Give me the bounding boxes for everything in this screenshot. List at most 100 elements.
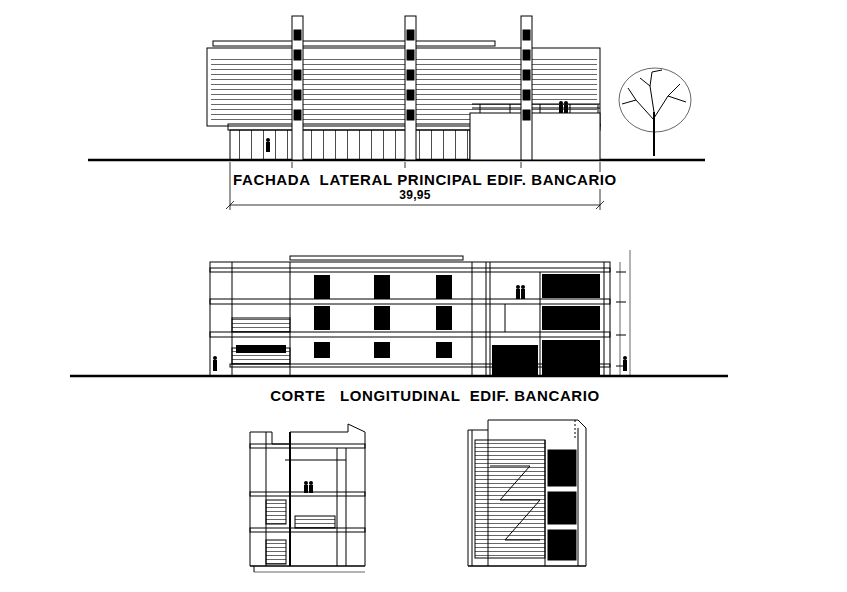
longitudinal-section <box>490 262 491 376</box>
stair-tower <box>294 90 301 100</box>
human-figure <box>559 101 563 105</box>
facade-elevation <box>570 104 571 113</box>
human-figure <box>564 105 568 113</box>
tree <box>622 70 686 120</box>
facade-elevation <box>480 104 481 113</box>
longitudinal-section <box>540 272 541 376</box>
window-opening <box>236 274 600 376</box>
cross-section <box>488 430 489 566</box>
facade-elevation <box>88 41 705 160</box>
dimension-text: 39,95 <box>397 189 433 202</box>
longitudinal-section <box>210 332 610 337</box>
human-figure <box>309 481 313 485</box>
cross-section <box>289 432 291 566</box>
longitudinal-section <box>616 302 626 303</box>
tree <box>619 68 691 156</box>
cross-section <box>578 428 579 566</box>
longitudinal-section <box>616 335 626 336</box>
cross-section <box>285 460 346 461</box>
stair-tower <box>523 70 530 80</box>
cross-section <box>468 420 586 566</box>
stair-tower <box>405 16 416 160</box>
human-figure <box>266 138 270 142</box>
longitudinal-section <box>604 262 605 376</box>
stair-tower <box>294 70 301 80</box>
stair-tower <box>407 30 414 40</box>
cross-section <box>250 444 365 448</box>
human-figure <box>304 485 308 493</box>
dimension-line <box>292 162 293 168</box>
human-figure <box>623 356 627 360</box>
facade-elevation <box>230 130 470 160</box>
cross-section <box>548 530 576 560</box>
stair-tower <box>523 90 530 100</box>
cross-section <box>475 440 545 558</box>
window-opening <box>542 274 600 298</box>
cross-section <box>548 450 576 486</box>
facade-elevation <box>470 113 600 160</box>
dimension-line <box>596 201 604 209</box>
stair-tower <box>523 110 530 120</box>
stair-tower <box>294 50 301 60</box>
window-opening <box>436 342 452 358</box>
human-figure <box>521 285 525 289</box>
cross-section <box>295 516 335 528</box>
human-figure <box>266 101 568 152</box>
stair-tower <box>521 16 532 160</box>
cross-section <box>337 448 338 566</box>
cross-section <box>254 566 255 572</box>
stair-tower <box>294 110 301 120</box>
window-opening <box>374 275 390 299</box>
stair-tower <box>523 50 530 60</box>
human-figure <box>304 481 313 493</box>
human-figure <box>304 481 308 485</box>
cross-section <box>250 528 365 532</box>
human-figure <box>516 285 520 289</box>
stair-tower <box>407 90 414 100</box>
facade-elevation <box>472 104 600 105</box>
dimension-line <box>521 162 522 168</box>
longitudinal-section <box>620 262 621 376</box>
cross-section <box>468 420 586 566</box>
dimension-line <box>226 201 234 209</box>
cross-section <box>490 466 540 540</box>
window-opening <box>436 275 452 299</box>
human-figure <box>213 360 217 371</box>
section-title: CORTE LONGITUDINAL EDIF. BANCARIO <box>268 388 602 405</box>
longitudinal-section <box>70 250 728 376</box>
stair-tower <box>523 30 530 40</box>
window-opening <box>436 306 452 330</box>
stair-tower <box>294 30 301 40</box>
cross-section <box>250 565 365 567</box>
cross-section <box>548 492 576 524</box>
cross-section <box>250 424 365 572</box>
stair-tower <box>292 16 532 160</box>
longitudinal-section <box>210 262 610 376</box>
cross-section <box>266 540 286 564</box>
window-opening <box>374 306 390 330</box>
longitudinal-section <box>210 299 610 304</box>
window-opening <box>492 345 538 376</box>
facade-elevation <box>472 108 600 109</box>
human-figure <box>564 101 568 105</box>
window-opening <box>314 275 330 299</box>
stair-tower <box>407 110 414 120</box>
cross-section <box>468 565 586 567</box>
human-figure <box>213 285 627 371</box>
cross-section <box>254 572 365 573</box>
dimension-line <box>230 205 600 206</box>
window-opening <box>314 306 330 330</box>
cross-section <box>545 440 546 566</box>
window-opening <box>314 342 330 358</box>
cross-section <box>266 500 286 524</box>
dimension-line <box>405 162 406 168</box>
longitudinal-section <box>616 272 626 273</box>
longitudinal-section <box>505 304 506 332</box>
window-opening <box>542 340 600 376</box>
window-opening <box>236 345 286 353</box>
human-figure <box>213 356 217 360</box>
longitudinal-section <box>486 262 487 376</box>
window-opening <box>374 342 390 358</box>
